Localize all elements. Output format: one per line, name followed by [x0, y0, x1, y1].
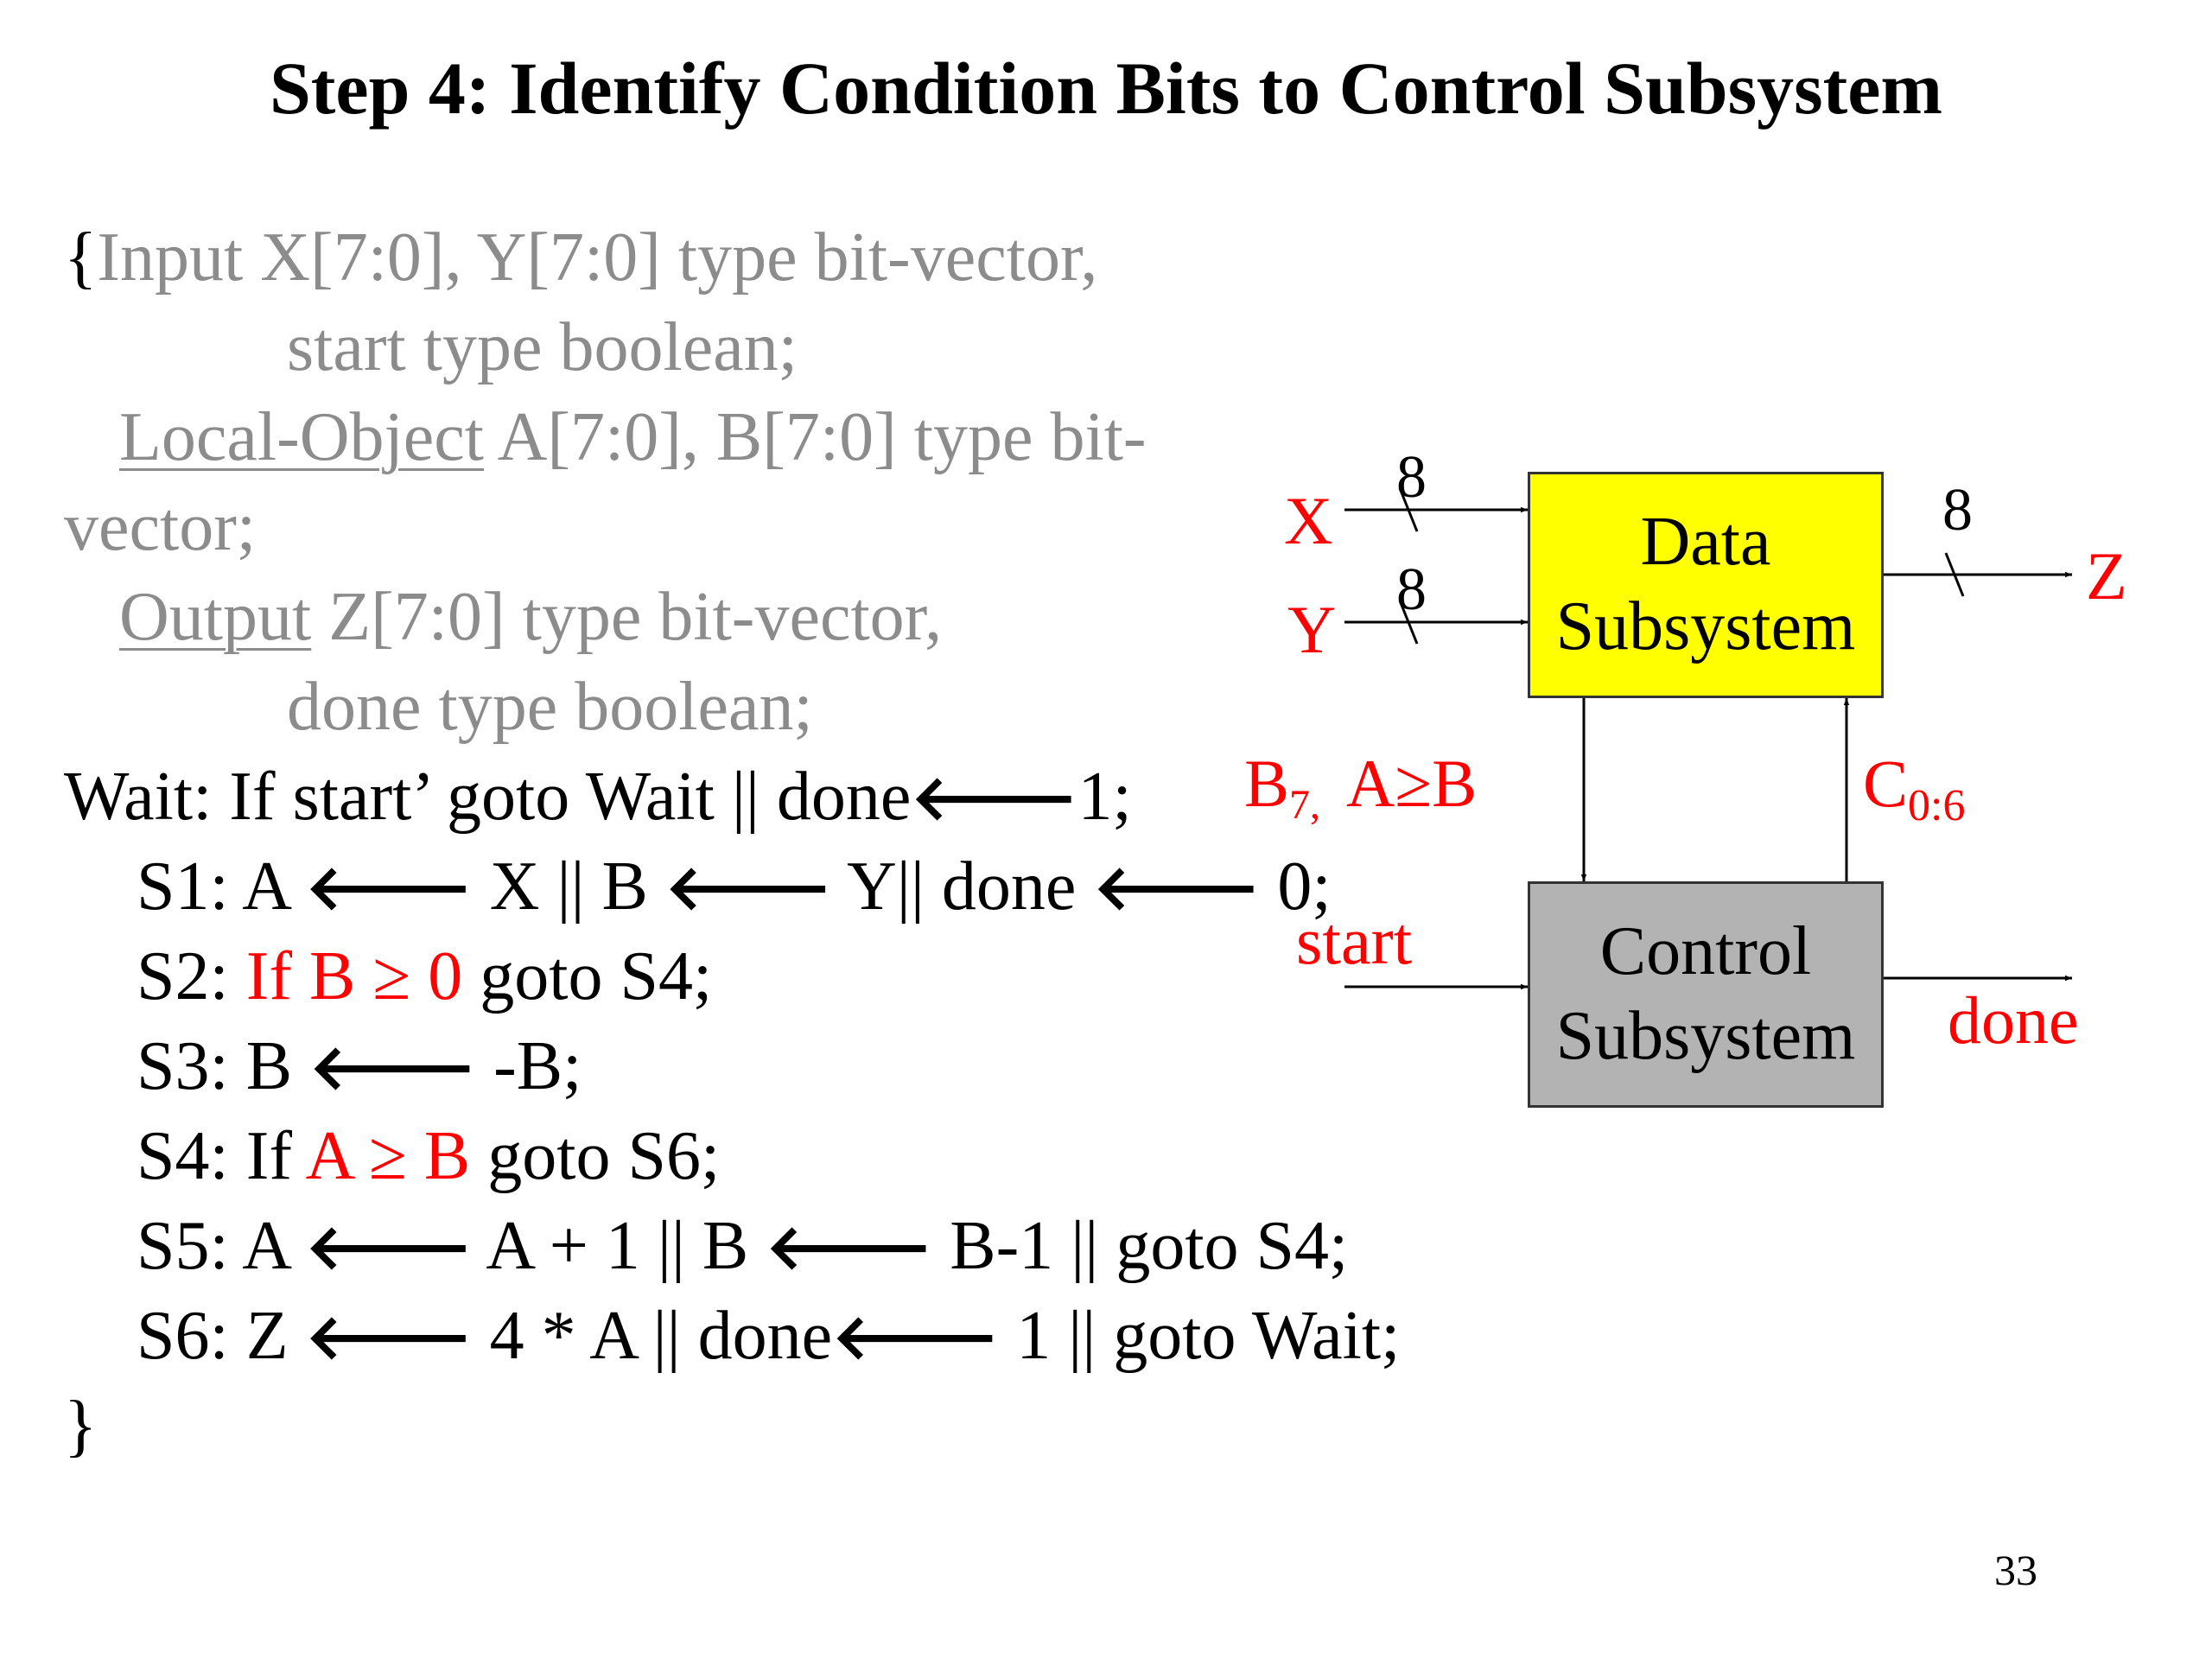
- control-box-line-2: Subsystem: [1555, 998, 1856, 1074]
- code-line-s4: S4: If A ≥ B goto S6;: [137, 1122, 720, 1191]
- status-b: B: [1244, 746, 1290, 821]
- page-number: 33: [1994, 1546, 2037, 1594]
- wait-text-end: 1;: [1077, 759, 1132, 835]
- left-arrow-icon: 🡐: [911, 761, 1078, 834]
- left-arrow-icon: 🡐: [664, 851, 832, 924]
- code-line-s5: S5: A 🡐 A + 1 || B 🡐 B-1 || goto S4;: [137, 1211, 1348, 1281]
- left-arrow-icon: 🡐: [309, 1031, 477, 1103]
- control-box-line-1: Control: [1599, 913, 1812, 990]
- left-arrow-icon: 🡐: [832, 1300, 1000, 1373]
- s2-part-a: S2:: [137, 938, 246, 1014]
- s1-part-c: Y|| done: [832, 849, 1094, 925]
- bus-y-width: 8: [1396, 556, 1427, 623]
- input-x-label: X: [1284, 483, 1333, 558]
- s5-part-c: B-1 || goto S4;: [932, 1208, 1349, 1284]
- status-bits-label: B7,A≥B: [1244, 750, 1477, 826]
- s1-part-d: 0;: [1260, 849, 1332, 925]
- open-brace: {: [64, 219, 98, 296]
- s3-part-a: S3: B: [137, 1028, 310, 1104]
- data-box-line-1: Data: [1640, 504, 1771, 581]
- code-line-2: start type boolean;: [287, 309, 798, 385]
- s2-part-b: goto S4;: [462, 938, 713, 1014]
- bus-x-slash: [1398, 487, 1419, 532]
- left-arrow-icon: 🡐: [305, 851, 473, 924]
- code-line-s2: S2: If B ≥ 0 goto S4;: [137, 942, 712, 1011]
- s4-part-b: goto S6;: [470, 1118, 721, 1194]
- left-arrow-icon: 🡐: [1093, 851, 1261, 924]
- local-object-keyword: Local-Object: [119, 399, 484, 475]
- output-keyword: Output: [119, 579, 312, 655]
- bus-z-slash: [1944, 552, 1965, 597]
- status-condition: A≥B: [1346, 746, 1478, 821]
- s6-part-c: 1 || goto Wait;: [999, 1298, 1401, 1374]
- s2-condition: If B ≥ 0: [245, 938, 463, 1014]
- done-label: done: [1948, 982, 2079, 1058]
- left-arrow-icon: 🡐: [305, 1300, 473, 1373]
- code-line-wait: Wait: If start’ goto Wait || done🡐1;: [64, 762, 1132, 831]
- s3-part-b: -B;: [476, 1028, 582, 1104]
- status-subscript: 7,: [1289, 782, 1321, 828]
- start-label: start: [1296, 903, 1413, 978]
- code-line-1: {Input X[7:0], Y[7:0] type bit-vector,: [64, 223, 1097, 292]
- control-bits-label: C0:6: [1863, 750, 1965, 829]
- code-line-s3: S3: B 🡐 -B;: [137, 1032, 582, 1101]
- close-brace: }: [64, 1388, 98, 1464]
- wait-text: Wait: If start’ goto Wait || done: [64, 759, 912, 835]
- s5-part-a: S5: A: [137, 1208, 306, 1284]
- s6-part-a: S6: Z: [137, 1298, 306, 1374]
- control-subscript: 0:6: [1908, 781, 1966, 830]
- code-line-s6: S6: Z 🡐 4 * A || done🡐 1 || goto Wait;: [137, 1301, 1400, 1370]
- s1-part-b: X || B: [472, 849, 665, 925]
- code-line-4: vector;: [64, 489, 257, 565]
- output-z-label: Z: [2086, 538, 2127, 613]
- bus-x-width: 8: [1396, 444, 1427, 511]
- code-line-5: Output Z[7:0] type bit-vector,: [119, 582, 942, 652]
- data-subsystem-box: Data Subsystem: [1528, 472, 1884, 698]
- input-y-label: Y: [1287, 592, 1337, 667]
- s6-part-b: 4 * A || done: [472, 1298, 833, 1374]
- bus-y-slash: [1398, 600, 1419, 645]
- local-object-declaration: A[7:0], B[7:0] type bit-: [484, 399, 1147, 475]
- code-line-s1: S1: A 🡐 X || B 🡐 Y|| done 🡐 0;: [137, 852, 1332, 921]
- control-subsystem-box: Control Subsystem: [1528, 881, 1884, 1108]
- control-c: C: [1863, 746, 1909, 821]
- left-arrow-icon: 🡐: [305, 1211, 473, 1283]
- code-line-3: Local-Object A[7:0], B[7:0] type bit-: [119, 403, 1147, 472]
- slide-title: Step 4: Identify Condition Bits to Contr…: [269, 47, 1943, 130]
- output-declaration: Z[7:0] type bit-vector,: [311, 579, 943, 655]
- s5-part-b: A + 1 || B: [472, 1208, 766, 1284]
- code-line-6: done type boolean;: [287, 669, 813, 745]
- data-box-line-2: Subsystem: [1555, 588, 1856, 664]
- bus-z-width: 8: [1942, 477, 1973, 543]
- s4-part-a: S4: If: [137, 1118, 306, 1194]
- left-arrow-icon: 🡐: [766, 1211, 933, 1283]
- s1-part-a: S1: A: [137, 849, 306, 925]
- input-declaration: Input X[7:0], Y[7:0] type bit-vector,: [97, 219, 1098, 296]
- s4-condition: A ≥ B: [305, 1118, 471, 1194]
